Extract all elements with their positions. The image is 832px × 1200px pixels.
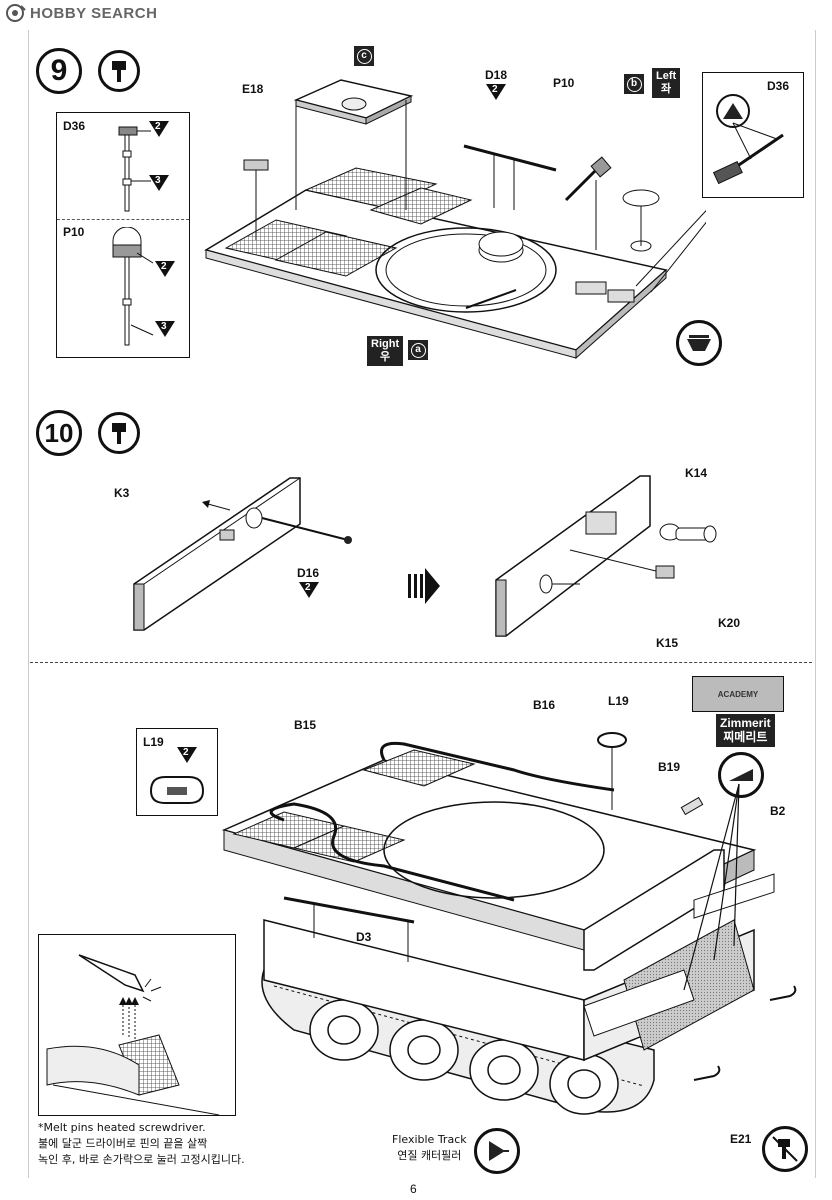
next-step-arrow-icon: [408, 568, 440, 604]
part-label-b19: B19: [658, 760, 681, 774]
flexible-track-ko: 연질 캐터필러: [397, 1148, 462, 1162]
do-not-glue-icon: [762, 1126, 808, 1172]
l19-detail-box: L19 2: [136, 728, 218, 816]
d36-badge-2: 3: [149, 175, 169, 191]
l19-part-drawing: [149, 776, 205, 804]
right-label: Right 우: [367, 336, 404, 367]
d36-badge-1: 2: [149, 121, 169, 137]
part-label-p10: P10: [63, 225, 85, 239]
step10-right-plate-drawing: [495, 475, 717, 637]
part-label-b15: B15: [294, 718, 317, 732]
left-label-ko: 좌: [661, 83, 672, 96]
part-label-k15: K15: [656, 636, 679, 650]
marker-c: c: [354, 46, 374, 66]
page-number: 6: [410, 1182, 417, 1196]
part-label-e21: E21: [730, 1132, 752, 1146]
d36-axe-drawing: [712, 94, 784, 185]
part-label-d3: D3: [356, 930, 372, 944]
part-label-d16: D16: [297, 566, 320, 580]
d18-badge: 2: [486, 84, 506, 100]
part-label-l19: L19: [608, 694, 629, 708]
heated-screwdriver-drawing: [46, 954, 220, 1115]
detail-divider: [57, 219, 189, 220]
p10-badge-2: 3: [155, 321, 175, 337]
flexible-track-icon: [474, 1128, 520, 1174]
part-label-b2: B2: [770, 804, 786, 818]
part-label-p10-main: P10: [553, 76, 575, 90]
page-frame: [28, 30, 816, 1178]
step9-hull-deck-drawing: [204, 79, 706, 360]
p10-part-drawing: [112, 227, 154, 346]
cement-icon: [98, 50, 140, 92]
l19-badge: 2: [177, 747, 197, 763]
d16-badge: 2: [299, 582, 319, 598]
zimmerit-label: Zimmerit 찌메리트: [716, 714, 775, 747]
part-label-e18: E18: [242, 82, 264, 96]
marker-a: a: [408, 340, 428, 360]
flexible-track-en: Flexible Track: [392, 1133, 467, 1146]
part-label-k20: K20: [718, 616, 741, 630]
melt-note-en: *Melt pins heated screwdriver.: [38, 1121, 206, 1134]
left-label: Left 좌: [652, 68, 681, 99]
flexible-track-label: Flexible Track 연질 캐터필러: [392, 1132, 467, 1164]
melt-pins-inset: [38, 934, 236, 1116]
zimmerit-apply-icon: [718, 752, 764, 798]
zimmerit-sheet-brand: ACADEMY: [717, 689, 759, 699]
melt-pins-note: *Melt pins heated screwdriver. 불에 달군 드라이…: [38, 1120, 245, 1168]
part-label-k14: K14: [685, 466, 708, 480]
zimmerit-sheet: ACADEMY: [692, 676, 784, 712]
part-label-l19-box: L19: [143, 735, 164, 749]
part-label-d18: D18: [485, 68, 508, 82]
d36-zoom-box: D36: [702, 72, 804, 198]
part-label-b16: B16: [533, 698, 556, 712]
part-label-k3: K3: [114, 486, 130, 500]
section-divider: [30, 662, 812, 663]
zimmerit-label-en: Zimmerit: [720, 716, 771, 730]
remove-part-icon: [676, 320, 722, 366]
left-label-en: Left: [656, 70, 677, 82]
cement-icon: [98, 412, 140, 454]
melt-note-ko-1: 불에 달군 드라이버로 핀의 끝을 살짝: [38, 1136, 208, 1150]
hobby-search-logo-icon: [6, 4, 26, 22]
brand-watermark: HOBBY SEARCH: [6, 4, 157, 22]
step-10-number: 10: [36, 410, 82, 456]
right-label-ko: 우: [379, 351, 391, 364]
step10-left-plate-drawing: [133, 477, 352, 631]
marker-b: b: [624, 74, 644, 94]
hull-assembly-drawing: [221, 732, 797, 1115]
step-9-number: 9: [36, 48, 82, 94]
brand-text: HOBBY SEARCH: [30, 4, 158, 22]
d36-part-drawing: [118, 126, 151, 212]
part-label-d36: D36: [63, 119, 86, 133]
zimmerit-label-ko: 찌메리트: [723, 730, 768, 745]
part-label-d36-zoom: D36: [767, 79, 790, 93]
melt-note-ko-2: 녹인 후, 바로 손가락으로 눌러 고정시킵니다.: [38, 1152, 245, 1166]
step9-detail-box: D36 P10 2 3 2 3: [56, 112, 190, 358]
right-label-en: Right: [371, 338, 400, 350]
p10-badge-1: 2: [155, 261, 175, 277]
